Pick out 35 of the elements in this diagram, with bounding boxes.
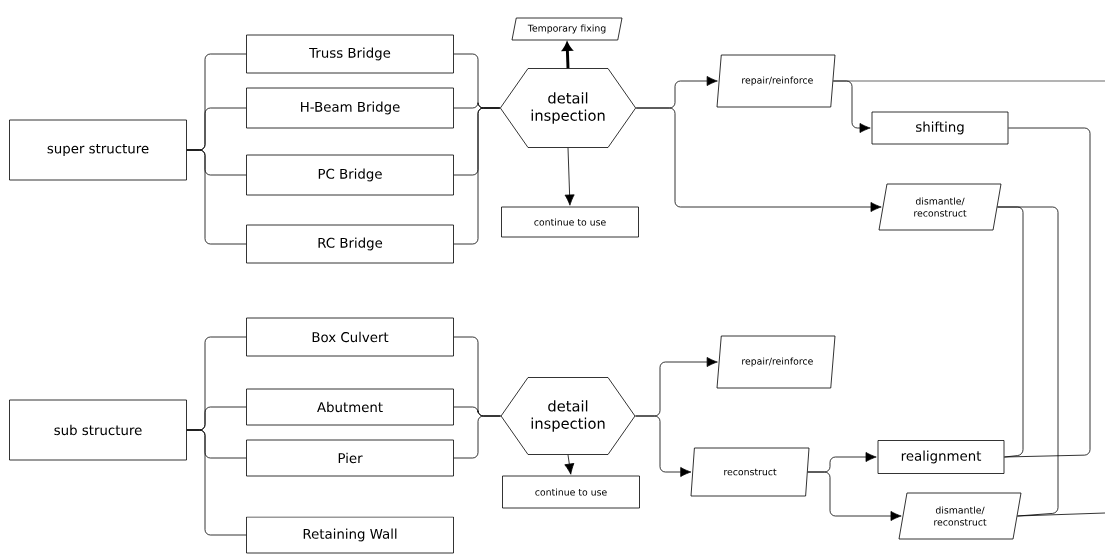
process-box: PC Bridge xyxy=(246,154,454,196)
inspection-hexagon: detail inspection xyxy=(500,377,636,455)
connector-line xyxy=(1004,127,1091,458)
action-parallelogram: reconstruct xyxy=(690,447,810,497)
process-box: sub structure xyxy=(9,399,187,461)
arrow xyxy=(635,415,692,477)
action-parallelogram: dismantle/ reconstruct xyxy=(878,183,1002,231)
action-parallelogram: repair/reinforce xyxy=(716,54,836,108)
arrow xyxy=(807,471,902,521)
connector-line xyxy=(997,206,1059,517)
process-box: realignment xyxy=(877,440,1005,474)
process-box: Pier xyxy=(246,439,454,477)
process-box: continue to use xyxy=(501,206,639,238)
process-box: Abutment xyxy=(246,388,454,426)
process-box: H-Beam Bridge xyxy=(246,87,454,129)
process-box: shifting xyxy=(871,111,1009,145)
process-box: Truss Bridge xyxy=(246,34,454,74)
arrow xyxy=(564,454,575,475)
arrow xyxy=(635,107,882,212)
action-parallelogram: dismantle/ reconstruct xyxy=(898,492,1022,540)
arrow xyxy=(562,42,573,69)
process-box: super structure xyxy=(9,119,187,181)
connector-line xyxy=(186,149,247,245)
inspection-hexagon: detail inspection xyxy=(499,68,637,148)
action-parallelogram: Temporary fixing xyxy=(511,17,623,41)
process-box: Box Culvert xyxy=(246,317,454,357)
process-box: Retaining Wall xyxy=(246,516,454,554)
connector-line xyxy=(1017,512,1105,517)
connector-line xyxy=(186,429,247,536)
connector-line xyxy=(453,107,501,245)
process-box: RC Bridge xyxy=(246,224,454,264)
action-parallelogram: repair/reinforce xyxy=(716,335,836,389)
process-box: continue to use xyxy=(502,475,640,509)
arrow xyxy=(564,147,575,206)
connector-line xyxy=(453,415,501,459)
